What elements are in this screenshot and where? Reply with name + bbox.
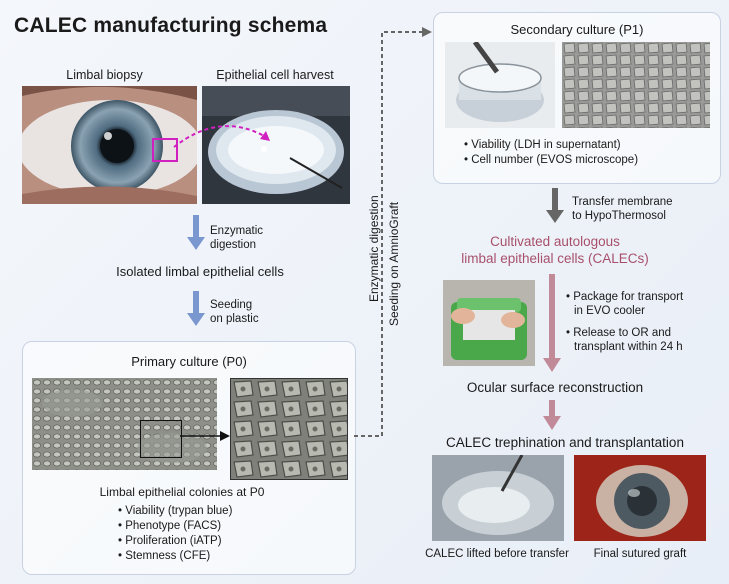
primary-culture-title: Primary culture (P0) <box>131 354 247 369</box>
transport-item: • Package for transport in EVO cooler <box>566 291 684 317</box>
transfer-membrane-label: Transfer membrane to HypoThermosol <box>572 196 673 222</box>
passage-connector-arrow <box>354 27 432 437</box>
calec-lifted-caption: CALEC lifted before transfer <box>425 548 569 560</box>
biopsy-transfer-arrow <box>173 125 270 148</box>
colonies-caption: Limbal epithelial colonies at P0 <box>99 485 265 499</box>
connector-seeding-label: Seeding on AmnioGraft <box>387 201 401 326</box>
release-item: • Release to OR and transplant within 24… <box>566 327 683 353</box>
down-arrow-digestion <box>187 215 205 250</box>
zoom-region-box <box>140 420 182 458</box>
primary-qc-list: Viability (trypan blue) Phenotype (FACS)… <box>118 504 232 564</box>
primary-qc-item: Viability (trypan blue) <box>118 504 232 519</box>
calecs-label: Cultivated autologous limbal epithelial … <box>461 234 649 266</box>
ocular-reconstruction-label: Ocular surface reconstruction <box>466 380 644 395</box>
secondary-cells-micrograph <box>562 42 710 128</box>
epithelial-harvest-label: Epithelial cell harvest <box>216 68 334 82</box>
seeding-plastic-label: Seeding on plastic <box>210 299 259 325</box>
amniograft-culture-image <box>445 42 555 128</box>
zoom-arrow <box>180 431 230 441</box>
sutured-graft-image <box>574 455 706 541</box>
calec-lifted-image <box>432 455 564 541</box>
secondary-culture-title: Secondary culture (P1) <box>510 22 644 37</box>
down-arrow-seeding <box>187 291 205 326</box>
down-arrow-release <box>543 274 561 372</box>
colonies-micrograph <box>32 378 217 470</box>
secondary-qc-list: Viability (LDH in supernatant) Cell numb… <box>464 138 638 168</box>
down-arrow-trephination <box>543 400 561 430</box>
evo-cooler-image <box>443 280 535 366</box>
connector-digestion-label: Enzymatic digestion <box>367 195 381 302</box>
primary-qc-item: Phenotype (FACS) <box>118 519 232 534</box>
biopsy-region-marker <box>152 138 178 162</box>
enzymatic-digestion-label: Enzymatic digestion <box>210 225 264 251</box>
primary-qc-item: Stemness (CFE) <box>118 549 232 564</box>
sutured-graft-caption: Final sutured graft <box>593 548 687 560</box>
secondary-qc-item: Cell number (EVOS microscope) <box>464 153 638 168</box>
diagram-title: CALEC manufacturing schema <box>14 14 328 37</box>
cell-harvest-dish-image <box>202 86 350 204</box>
down-arrow-transfer <box>546 188 564 223</box>
colonies-zoomed-micrograph <box>230 378 348 480</box>
isolated-cells-label: Isolated limbal epithelial cells <box>116 264 284 279</box>
eye-biopsy-image <box>22 86 197 204</box>
primary-qc-item: Proliferation (iATP) <box>118 534 232 549</box>
trephination-label: CALEC trephination and transplantation <box>446 435 684 450</box>
limbal-biopsy-label: Limbal biopsy <box>66 68 143 82</box>
secondary-qc-item: Viability (LDH in supernatant) <box>464 138 638 153</box>
